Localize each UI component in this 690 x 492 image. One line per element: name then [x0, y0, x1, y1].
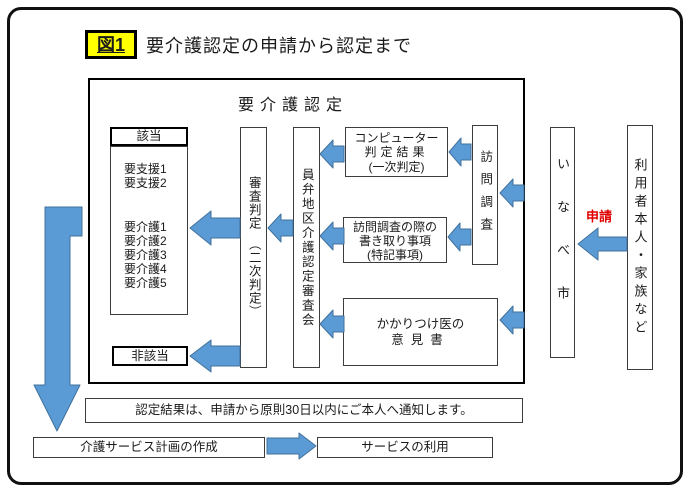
visit-survey-label: 訪問調査 — [478, 150, 493, 240]
certification-box-title: 要介護認定 — [238, 97, 349, 114]
care-plan-box: 介護サービス計画の作成 — [33, 437, 265, 458]
notice-box: 認定結果は、申請から原則30日以内にご本人へ通知します。 — [85, 398, 523, 423]
computer-result-line1: コンピューター — [354, 131, 439, 145]
doctor-opinion-box: かかりつけ医の 意見書 — [343, 298, 498, 366]
doctor-opinion-line1: かかりつけ医の — [376, 317, 465, 331]
certification-box: 要介護認定 該当 要支援1 要支援2 要介護1 要介護2 要介護3 要介護4 要… — [88, 78, 525, 384]
application-label: 申請 — [586, 209, 613, 224]
service-use-box: サービスの利用 — [317, 437, 493, 458]
visit-survey-column: 訪問調査 — [472, 125, 498, 265]
applicable-label-box: 該当 — [110, 127, 188, 146]
figure-number-label: 図1 — [85, 30, 137, 59]
visit-notes-box: 訪問調査の際の 書き取り事項 (特記事項) — [343, 217, 447, 263]
page-title: 要介護認定の申請から認定まで — [146, 35, 412, 56]
care-levels-box: 要支援1 要支援2 要介護1 要介護2 要介護3 要介護4 要介護5 — [110, 146, 188, 315]
judgement-column: 審査判定 （二次判定） — [240, 127, 267, 368]
user-column: 利用者本人・家族など — [627, 125, 653, 370]
user-column-label: 利用者本人・家族など — [632, 157, 648, 338]
levels-gap — [124, 190, 187, 220]
care-level-item: 要介護3 — [124, 248, 167, 262]
care-level-item: 要介護5 — [124, 276, 167, 290]
city-column: いなべ市 — [550, 127, 575, 358]
visit-notes-line1: 訪問調査の際の — [352, 220, 437, 234]
committee-column-label: 員弁地区介護認定審査会 — [299, 167, 314, 328]
city-column-label: いなべ市 — [555, 156, 570, 329]
visit-notes-line2: 書き取り事項 — [358, 234, 431, 248]
support-level-item: 要支援2 — [124, 176, 167, 190]
outer-rounded-frame — [7, 7, 683, 485]
computer-result-box: コンピューター 判定結果 (一次判定) — [345, 127, 448, 177]
computer-result-line2: 判定結果 — [364, 145, 429, 160]
doctor-opinion-line2: 意見書 — [391, 333, 450, 347]
committee-column: 員弁地区介護認定審査会 — [293, 127, 320, 368]
care-level-item: 要介護1 — [124, 220, 167, 234]
visit-notes-line3: (特記事項) — [367, 248, 423, 262]
computer-result-line3: (一次判定) — [368, 159, 425, 174]
not-applicable-label-box: 非該当 — [112, 346, 188, 366]
care-level-item: 要介護2 — [124, 234, 167, 248]
care-level-item: 要介護4 — [124, 262, 167, 276]
judgement-column-label: 審査判定 （二次判定） — [246, 176, 261, 319]
support-level-item: 要支援1 — [124, 162, 167, 176]
